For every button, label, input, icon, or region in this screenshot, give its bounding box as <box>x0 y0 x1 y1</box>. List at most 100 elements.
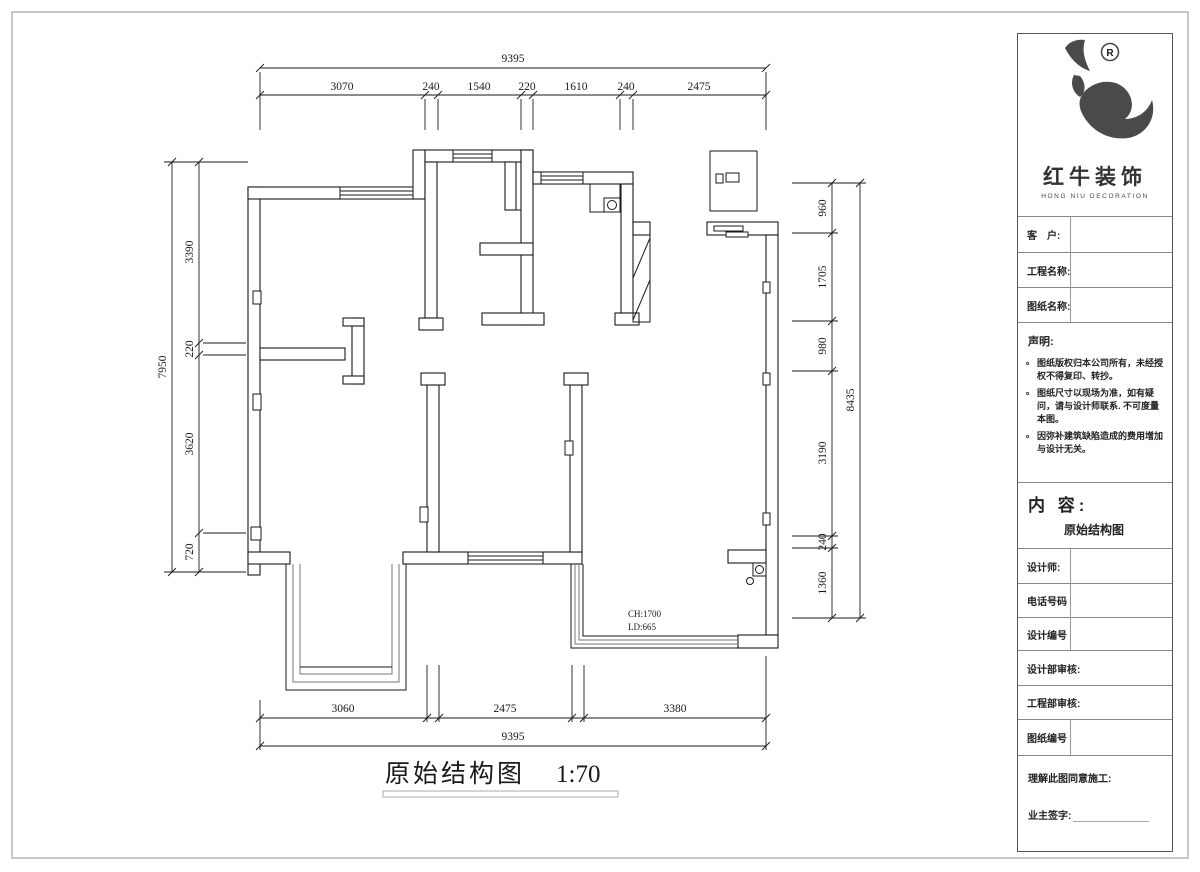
wall-balcony-corner <box>737 634 779 649</box>
wall-study-right-cap <box>563 372 589 386</box>
statement-heading: 声明: <box>1028 336 1054 348</box>
wall-living-stub <box>727 549 767 564</box>
field-project: 工程名称: <box>1018 253 1172 288</box>
row-engineering-dept-review-label: 工程部审核: <box>1027 699 1081 710</box>
wall-mid-stub-cap-bottom <box>342 375 365 385</box>
content-value: 原始结构图 <box>1064 523 1125 537</box>
dim-label: 1540 <box>468 81 491 93</box>
sheet-border <box>11 11 1189 859</box>
floor-drain <box>746 562 767 585</box>
company-logo-area: R 红牛装饰 HONG NIU DECORATION <box>1018 34 1172 217</box>
equipment-box <box>709 150 758 212</box>
owner-signature-label: 业主签字: <box>1028 811 1072 822</box>
dim-label: 220 <box>184 340 196 358</box>
socket-icon <box>252 290 262 305</box>
socket-icon <box>762 512 771 526</box>
row-design-number: 设计编号 <box>1018 618 1172 651</box>
dim-right <box>792 178 866 623</box>
dim-label: 240 <box>422 81 440 93</box>
drawing-scale-text: 1:70 <box>556 761 600 788</box>
dim-label: 240 <box>817 533 829 551</box>
brand-name: 红牛装饰 <box>1043 166 1147 189</box>
window-study-bottom <box>467 551 544 565</box>
field-client-label: 客 户: <box>1018 217 1071 252</box>
dim-right-total: 8435 <box>845 388 857 411</box>
statement-item: 图纸版权归本公司所有，未经授权不得复印、转抄。 <box>1026 356 1164 383</box>
wall-bottom-left <box>247 551 291 565</box>
row-phone-label: 电话号码 <box>1018 584 1071 617</box>
dim-label: 3620 <box>184 432 196 455</box>
socket-icon <box>250 526 262 541</box>
dim-label: 1705 <box>817 265 829 288</box>
owner-signature-line <box>1073 809 1150 822</box>
registered-mark: R <box>1106 48 1114 59</box>
statement-section: 声明: 图纸版权归本公司所有，未经授权不得复印、转抄。 图纸尺寸以现场为准，如有… <box>1018 323 1172 483</box>
wall-study-right <box>569 384 583 553</box>
row-designer-label: 设计师: <box>1018 549 1071 583</box>
row-sheet-number-label: 图纸编号 <box>1018 720 1071 755</box>
row-engineering-dept-review: 工程部审核: <box>1018 686 1172 720</box>
annotation-ch: CH:1700 <box>628 609 662 619</box>
wall-bedroom-mid <box>259 347 346 361</box>
signature-section: 理解此图同意施工: 业主签字: <box>1018 756 1172 853</box>
wall-step <box>412 149 426 200</box>
wall-bath-bottom <box>481 312 545 326</box>
dim-left-total: 7950 <box>157 355 169 378</box>
content-heading: 内 容: <box>1028 496 1089 515</box>
dim-label: 2475 <box>494 703 517 715</box>
construction-agreement-text: 理解此图同意施工: <box>1028 774 1112 785</box>
row-sheet-number: 图纸编号 <box>1018 720 1172 756</box>
dim-label: 3390 <box>184 240 196 263</box>
balcony-window <box>570 564 738 649</box>
dim-label: 1360 <box>817 571 829 594</box>
dimensions <box>164 63 866 751</box>
statement-item: 图纸尺寸以现场为准，如有疑问，请与设计师联系. 不可度量本图。 <box>1026 386 1164 426</box>
dim-label: 720 <box>184 543 196 561</box>
wall-bath-divider <box>479 242 534 256</box>
hongniu-bull-logo-icon: R <box>1065 39 1154 139</box>
socket-icon <box>252 393 262 411</box>
wall-closet <box>504 161 517 211</box>
dim-label: 3060 <box>332 703 355 715</box>
title-underline-bar <box>382 790 619 798</box>
dimension-labels: 9395 3070 240 1540 220 1610 240 2475 306… <box>157 53 857 743</box>
dim-label: 240 <box>617 81 635 93</box>
wall-study-left <box>426 384 440 553</box>
wall-left-exterior <box>247 186 261 576</box>
wall-b <box>520 149 534 326</box>
field-drawing-name-label: 图纸名称: <box>1018 288 1071 322</box>
field-client: 客 户: <box>1018 217 1172 253</box>
field-drawing-name: 图纸名称: <box>1018 288 1172 323</box>
dim-label: 980 <box>817 337 829 355</box>
wall-flue-step <box>632 221 651 236</box>
dim-label: 1610 <box>565 81 588 93</box>
dim-bottom-total: 9395 <box>502 731 525 743</box>
row-phone: 电话号码 <box>1018 584 1172 618</box>
annotation-ld: LD:665 <box>628 622 656 632</box>
wall-c <box>620 183 634 314</box>
wall-sockets <box>250 290 771 541</box>
wall-mid-stub-cap-top <box>342 317 365 327</box>
socket-icon <box>564 440 574 456</box>
statement-item: 因弥补建筑缺陷造成的费用增加与设计无关。 <box>1026 429 1164 456</box>
socket-icon <box>762 372 771 386</box>
wall-a-cap <box>418 317 444 331</box>
row-designer: 设计师: <box>1018 549 1172 584</box>
brand-subtitle: HONG NIU DECORATION <box>1041 193 1149 200</box>
dim-left <box>164 157 248 577</box>
dim-bottom <box>255 656 771 751</box>
socket-icon <box>419 506 429 523</box>
dim-label: 3190 <box>817 441 829 464</box>
wall-right-exterior <box>765 234 779 636</box>
row-design-number-label: 设计编号 <box>1018 618 1071 650</box>
dim-label: 960 <box>817 199 829 217</box>
dim-label: 3380 <box>664 703 687 715</box>
entry-door <box>713 225 771 294</box>
field-project-label: 工程名称: <box>1018 253 1071 287</box>
drawing-title-text: 原始结构图 <box>385 760 525 788</box>
row-design-dept-review: 设计部审核: <box>1018 651 1172 686</box>
window-bedroom-top <box>339 186 414 200</box>
dim-label: 2475 <box>688 81 711 93</box>
